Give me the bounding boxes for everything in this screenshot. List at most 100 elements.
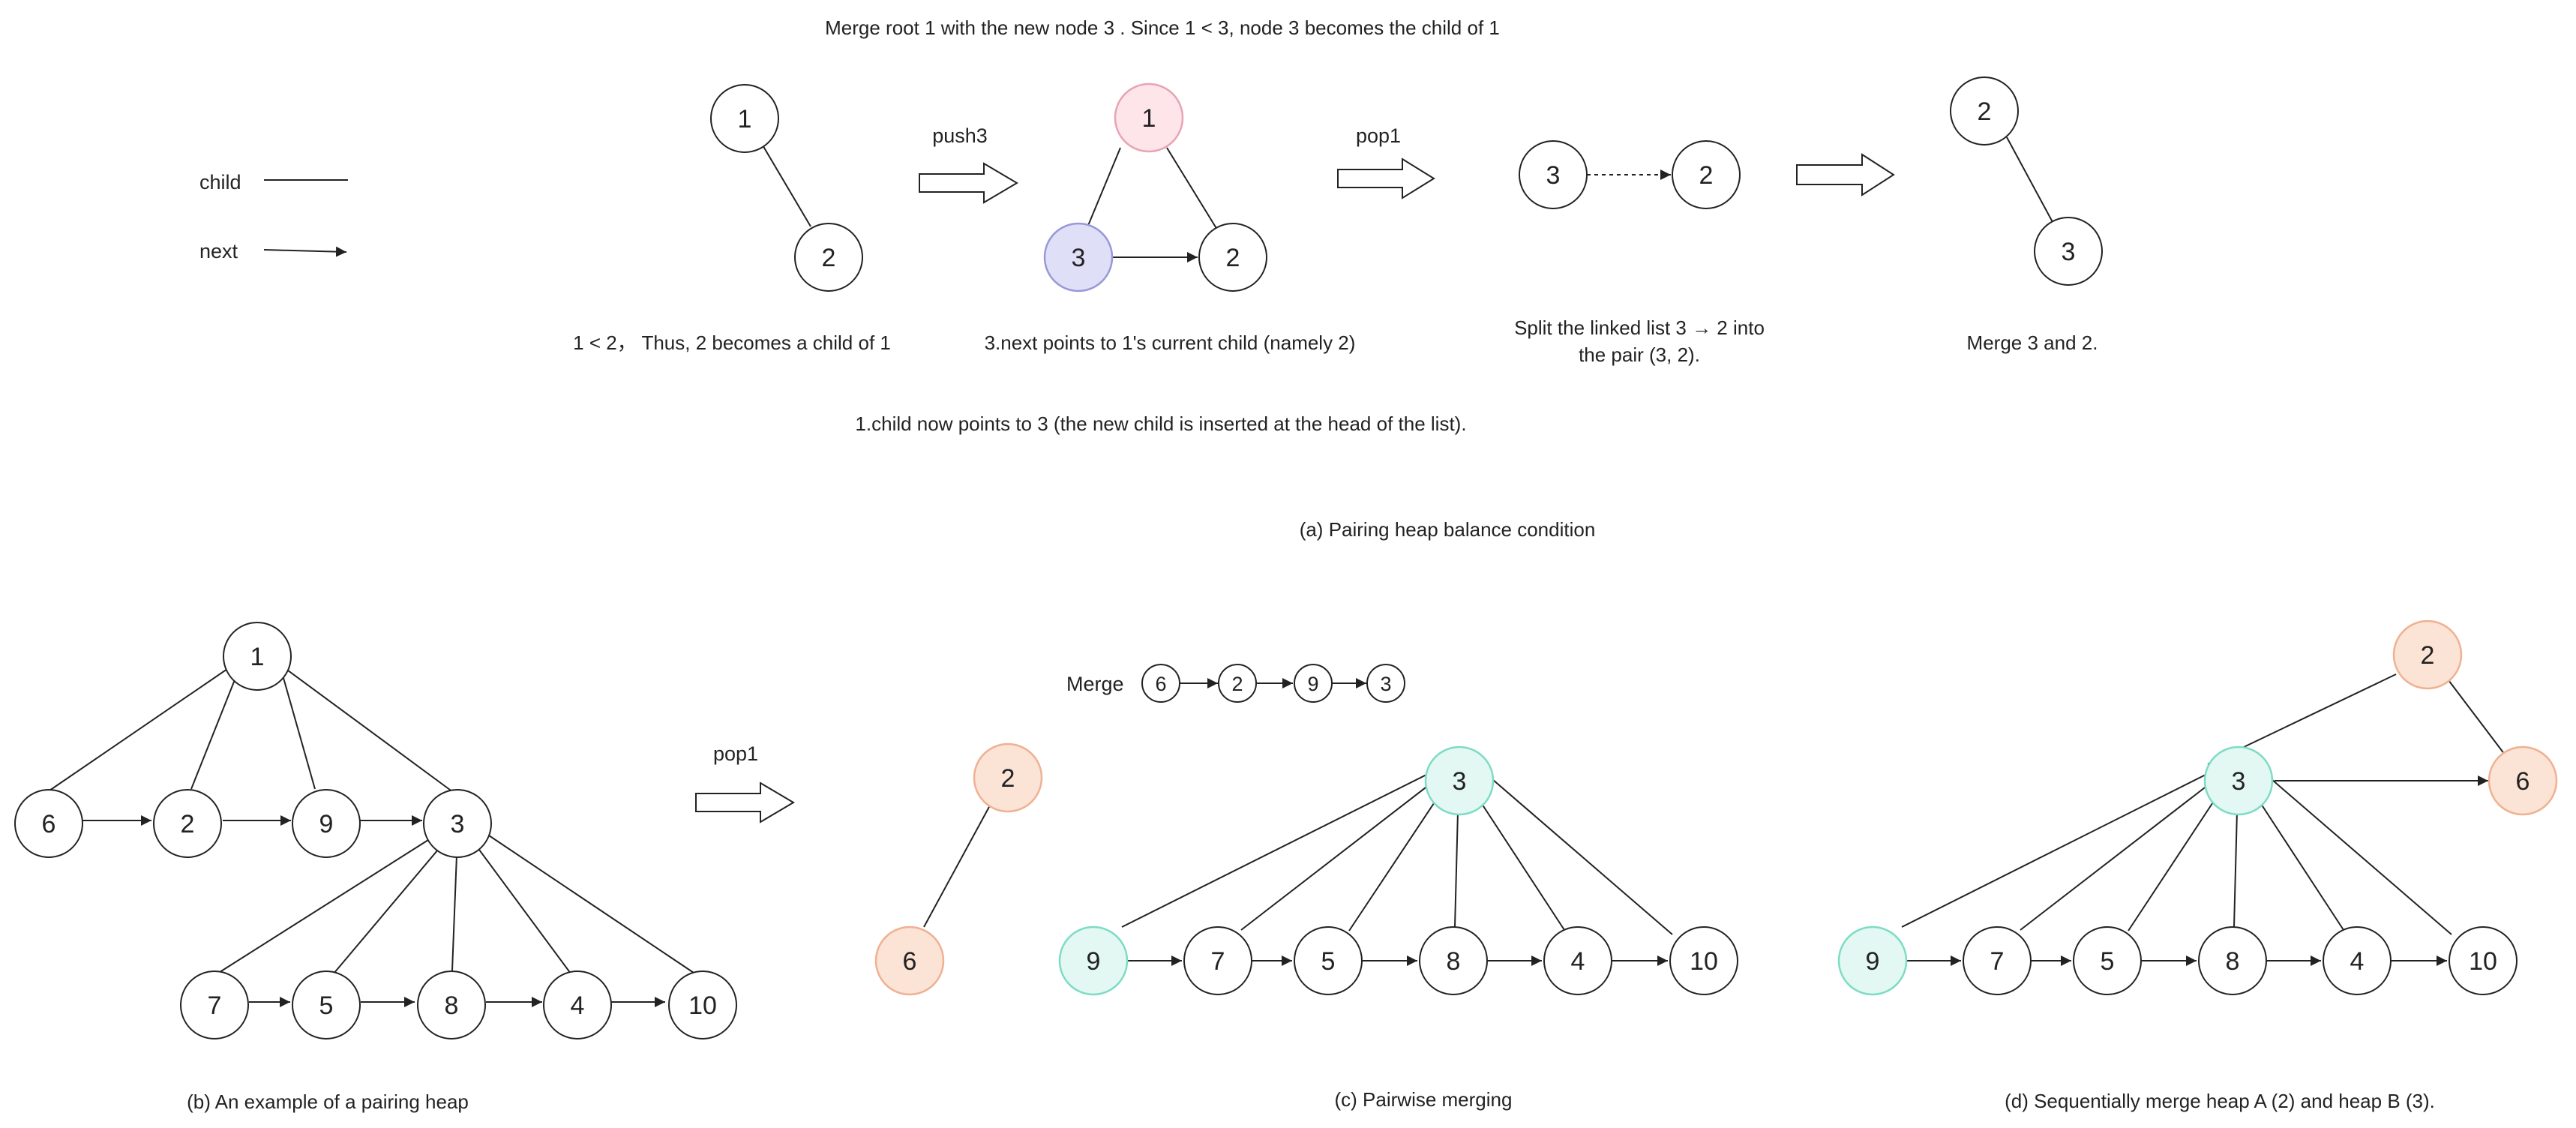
merge-sequence-item: 6 bbox=[1141, 664, 1180, 703]
legend: child next bbox=[199, 171, 348, 262]
node-circle bbox=[1294, 664, 1333, 703]
node: 2 bbox=[1198, 223, 1267, 292]
node-circle bbox=[1366, 664, 1405, 703]
node: 6 bbox=[2488, 746, 2558, 816]
node-label: 6 bbox=[42, 810, 56, 838]
node-circle bbox=[1672, 140, 1741, 209]
node-circle bbox=[153, 789, 222, 858]
edge-child bbox=[761, 143, 811, 227]
push-arrow bbox=[919, 162, 1018, 204]
edge-child bbox=[1454, 811, 1459, 928]
node: 5 bbox=[292, 970, 361, 1040]
node: 3 bbox=[1519, 140, 1588, 209]
panel-a: Merge root 1 with the new node 3 . Since… bbox=[199, 16, 2103, 541]
node: 10 bbox=[1669, 926, 1738, 995]
node: 5 bbox=[1294, 926, 1363, 995]
pop-label: pop1 bbox=[1356, 124, 1401, 147]
node-circle bbox=[223, 622, 292, 691]
node-circle bbox=[1183, 926, 1252, 995]
node-label: 3 bbox=[2232, 767, 2246, 796]
node-label: 3 bbox=[1072, 244, 1086, 272]
node-circle bbox=[710, 84, 779, 153]
node-circle bbox=[1669, 926, 1738, 995]
node: 2 bbox=[973, 742, 1043, 813]
node-label: 2 bbox=[2421, 641, 2435, 670]
node-circle bbox=[1058, 926, 1129, 996]
step3-caption-line2: the pair (3, 2). bbox=[1579, 344, 1700, 366]
node: 2 bbox=[2392, 620, 2463, 690]
node-circle bbox=[1043, 222, 1114, 292]
node-circle bbox=[417, 970, 486, 1040]
node: 1 bbox=[1114, 82, 1184, 153]
node-label: 9 bbox=[1866, 947, 1880, 976]
node-circle bbox=[1950, 76, 2019, 146]
merge-label: Merge bbox=[1066, 673, 1124, 695]
edge-child bbox=[2233, 811, 2238, 928]
edge-child bbox=[284, 668, 454, 793]
node: 4 bbox=[2323, 926, 2392, 995]
node-circle bbox=[874, 926, 945, 996]
node: 4 bbox=[1543, 926, 1612, 995]
node-circle bbox=[1218, 664, 1257, 703]
node: 3 bbox=[1424, 746, 1495, 816]
edge-child bbox=[1486, 774, 1673, 935]
edge-child bbox=[283, 677, 316, 790]
node-label: 2 bbox=[1699, 161, 1714, 190]
edge-child bbox=[2020, 779, 2215, 931]
legend-child-label: child bbox=[199, 171, 241, 194]
node-label: 3 bbox=[1546, 161, 1561, 190]
edge-child bbox=[451, 854, 457, 971]
edge-child bbox=[190, 677, 236, 790]
merge-sequence-item: 2 bbox=[1218, 664, 1257, 703]
panel-d: 2 6 3 9 7 5 8 4 10 (d) Sequentially merg… bbox=[1837, 620, 2558, 1112]
node-label: 7 bbox=[1990, 947, 2005, 976]
panel-c: Merge 6 2 9 3 2 6 3 9 7 5 8 4 10 (c) Pai… bbox=[874, 664, 1738, 1111]
panel-b-title: (b) An example of a pairing heap bbox=[187, 1090, 469, 1113]
step1-caption: 1 < 2， Thus, 2 becomes a child of 1 bbox=[573, 332, 891, 354]
node: 1 bbox=[223, 622, 292, 691]
node: 8 bbox=[417, 970, 486, 1040]
node-label: 1 bbox=[738, 105, 752, 134]
merge-sequence-item: 3 bbox=[1366, 664, 1405, 703]
node: 3 bbox=[1043, 222, 1114, 292]
node-circle bbox=[292, 789, 361, 858]
panel-d-title: (d) Sequentially merge heap A (2) and he… bbox=[2005, 1090, 2435, 1112]
node: 6 bbox=[14, 789, 83, 858]
merge-arrow bbox=[1796, 153, 1895, 196]
edge-child bbox=[1901, 772, 2211, 928]
node: 3 bbox=[423, 789, 492, 858]
node-label: 10 bbox=[688, 992, 717, 1020]
node-circle bbox=[2449, 926, 2518, 995]
node-label: 3 bbox=[2062, 238, 2076, 266]
edge-child bbox=[1348, 789, 1444, 932]
node-circle bbox=[2198, 926, 2267, 995]
node-circle bbox=[292, 970, 361, 1040]
node: 10 bbox=[668, 970, 737, 1040]
node-label: 9 bbox=[1087, 947, 1101, 976]
node-circle bbox=[1419, 926, 1488, 995]
node-label: 2 bbox=[181, 810, 195, 838]
node: 2 bbox=[153, 789, 222, 858]
node: 8 bbox=[1419, 926, 1488, 995]
node: 7 bbox=[180, 970, 249, 1040]
edge-child bbox=[2446, 676, 2508, 758]
node-label: 2 bbox=[822, 244, 836, 272]
node: 7 bbox=[1963, 926, 2032, 995]
node-circle bbox=[543, 970, 612, 1040]
node: 4 bbox=[543, 970, 612, 1040]
node-label: 7 bbox=[208, 992, 222, 1020]
node-label: 3 bbox=[1380, 673, 1391, 695]
node: 10 bbox=[2449, 926, 2518, 995]
panel-b: 1 6 2 9 3 7 5 8 4 10 (b) An example of a… bbox=[14, 622, 795, 1113]
panel-a-bottom-caption: 1.child now points to 3 (the new child i… bbox=[855, 412, 1466, 435]
node: 9 bbox=[1837, 926, 1908, 996]
node-circle bbox=[180, 970, 249, 1040]
node-label: 7 bbox=[1211, 947, 1225, 976]
node-label: 5 bbox=[319, 992, 334, 1020]
node-circle bbox=[1114, 82, 1184, 153]
node-label: 6 bbox=[1155, 673, 1166, 695]
merge-sequence-item: 9 bbox=[1294, 664, 1333, 703]
edge-child bbox=[1473, 790, 1567, 933]
node-label: 8 bbox=[445, 992, 459, 1020]
